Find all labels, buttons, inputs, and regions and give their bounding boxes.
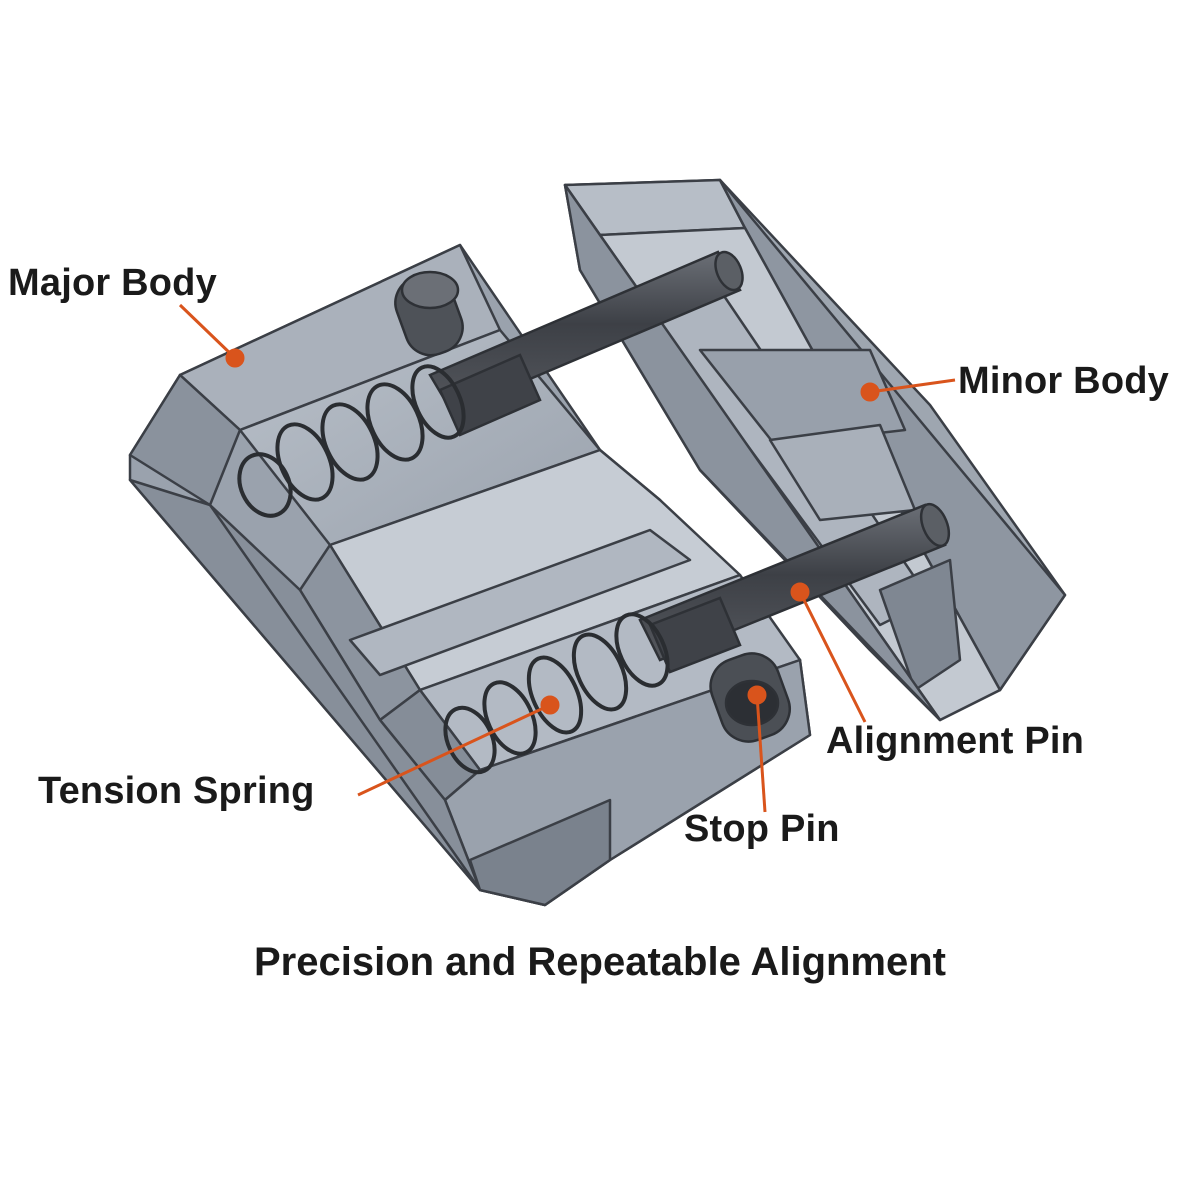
leader-stop-pin [755,694,767,813]
label-tension-spring: Tension Spring [38,770,315,812]
label-stop-pin: Stop Pin [684,808,840,850]
leader-alignment-pin [798,591,867,723]
leader-dot-tension-spring [540,695,560,715]
leader-minor-body [869,378,956,394]
leader-dot-minor-body [860,382,880,402]
leader-dot-alignment-pin [790,582,810,602]
leader-dot-stop-pin [747,685,767,705]
label-minor-body: Minor Body [958,360,1169,402]
leader-dot-major-body [225,348,245,368]
minor-body [563,178,1067,722]
leader-major-body [178,303,237,360]
lower-spring [443,612,670,775]
diagram-caption: Precision and Repeatable Alignment [253,940,946,984]
leader-lines [178,303,956,813]
label-alignment-pin: Alignment Pin [826,720,1085,762]
leader-tension-spring [357,703,551,797]
label-major-body: Major Body [8,262,217,304]
upper-pin-assembly [237,250,744,518]
upper-spring [237,364,466,518]
